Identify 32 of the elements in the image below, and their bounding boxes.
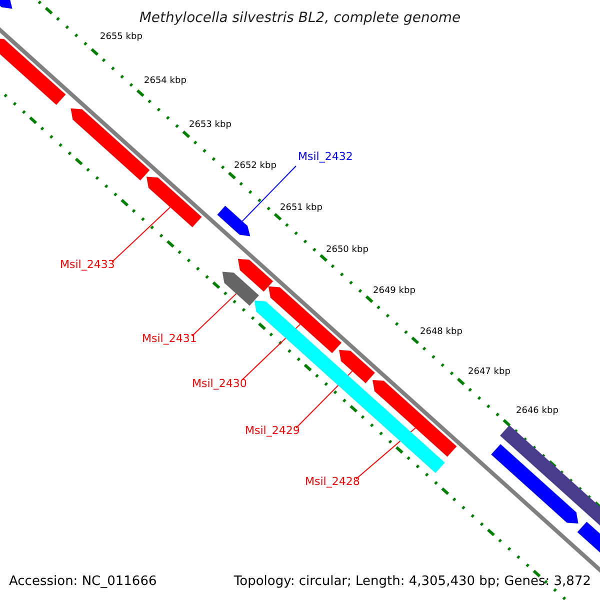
- gene-bar: [268, 286, 342, 354]
- leader-line: [192, 293, 237, 336]
- tick-label: 2655 kbp: [100, 33, 142, 42]
- accession-text: Accession: NC_011666: [9, 575, 157, 588]
- gene-bar: [238, 258, 274, 292]
- gene-bar: [372, 380, 457, 457]
- gene-label: Msil_2428: [305, 476, 360, 487]
- gene-label: Msil_2429: [245, 425, 300, 436]
- gene-label: Msil_2433: [60, 259, 115, 270]
- tick-label: 2647 kbp: [468, 368, 510, 377]
- gene-bar: [70, 108, 150, 180]
- gene-bar: [146, 176, 202, 228]
- gene-bar: [0, 0, 12, 9]
- gene-bar: [0, 38, 66, 105]
- leader-line: [112, 206, 171, 262]
- gene-label: Msil_2430: [192, 378, 247, 389]
- tick-label: 2646 kbp: [516, 407, 558, 416]
- tick-label: 2651 kbp: [280, 204, 322, 213]
- tick-label: 2650 kbp: [326, 246, 368, 255]
- tick-label: 2652 kbp: [234, 162, 276, 171]
- gene-bar: [222, 272, 259, 306]
- tick-label: 2653 kbp: [189, 121, 232, 130]
- gene-label: Msil_2431: [142, 333, 197, 344]
- gene-label: Msil_2432: [298, 151, 353, 162]
- title: Methylocella silvestris BL2, complete genome: [138, 11, 462, 25]
- leader-line: [242, 166, 296, 222]
- gene-bar: [491, 444, 578, 524]
- tick-label: 2648 kbp: [420, 328, 462, 337]
- gene-bar: [339, 350, 375, 384]
- genome-summary-text: Topology: circular; Length: 4,305,430 bp; Genes: 3,872: [234, 575, 591, 588]
- gene-bar: [217, 206, 250, 236]
- tick-label: 2654 kbp: [144, 77, 186, 86]
